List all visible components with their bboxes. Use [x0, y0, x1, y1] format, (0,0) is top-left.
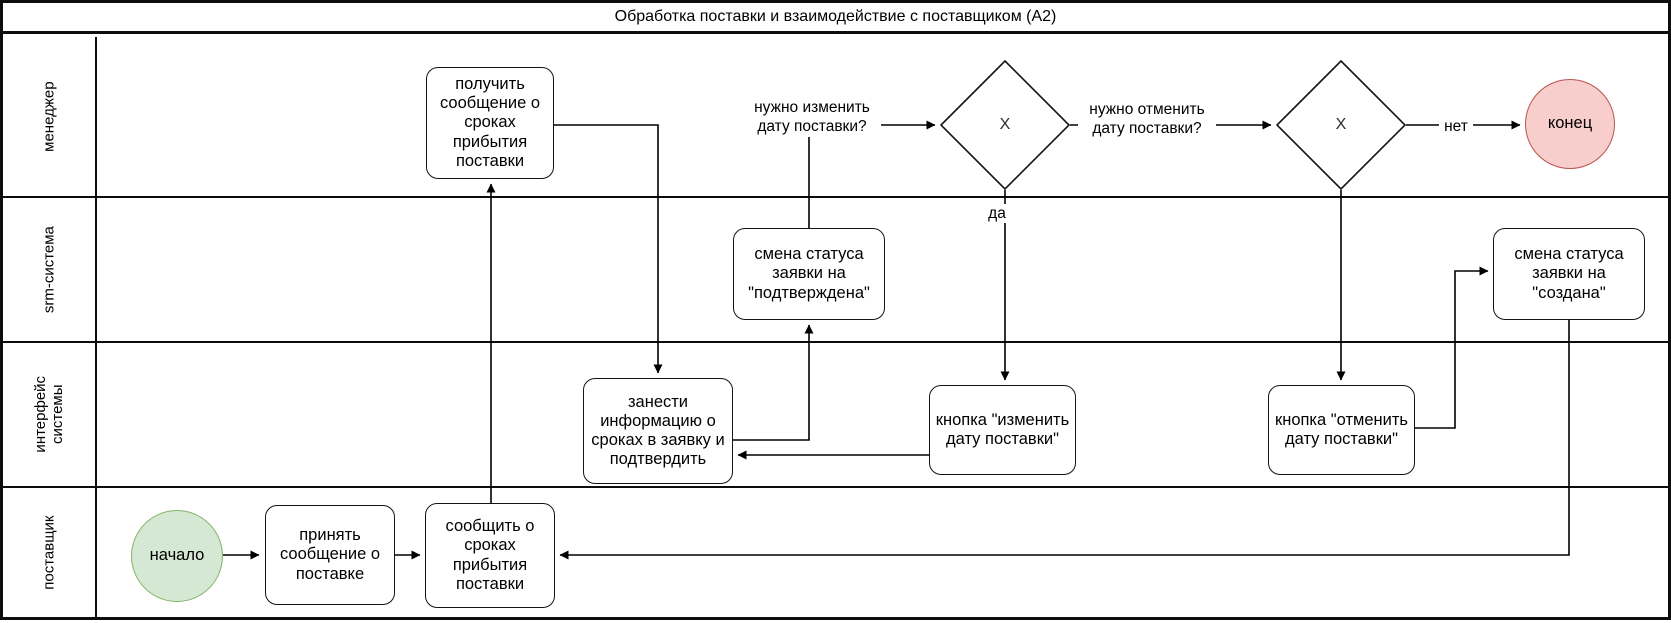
lane-system-interface: интерфейс системы	[3, 343, 1668, 488]
lane-label-system-interface: интерфейс системы	[3, 343, 97, 486]
task-enter-info: занести информацию о сроках в заявку и п…	[583, 378, 733, 484]
task-change-date-button: кнопка "изменить дату поставки"	[929, 385, 1076, 475]
gateway-x-label: X	[999, 115, 1011, 133]
gateway-cancel-date: X	[1276, 60, 1406, 190]
diamond-icon	[1276, 60, 1406, 190]
task-receive-message: получить сообщение о сроках прибытия пос…	[426, 67, 554, 179]
edge-label-no: нет	[1439, 117, 1473, 137]
lane-label-srm-system: srm-система	[3, 198, 97, 341]
diamond-icon	[940, 60, 1070, 190]
end-event: конец	[1525, 79, 1615, 169]
start-event: начало	[131, 510, 223, 602]
lane-label-supplier: поставщик	[3, 488, 97, 617]
task-status-confirmed: смена статуса заявки на "подтверждена"	[733, 228, 885, 320]
diagram-title: Обработка поставки и взаимодействие с по…	[3, 3, 1668, 34]
lane-label-manager: менеджер	[3, 37, 97, 196]
lane-supplier: поставщик	[3, 488, 1668, 617]
gateway-x-label: X	[1335, 115, 1347, 133]
task-accept-message: принять сообщение о поставке	[265, 505, 395, 605]
gateway-change-date: X	[940, 60, 1070, 190]
edge-label-yes: да	[981, 204, 1013, 224]
task-report-terms: сообщить о сроках прибытия поставки	[425, 503, 555, 608]
task-status-created: смена статуса заявки на "создана"	[1493, 228, 1645, 320]
edge-label-need-change: нужно изменить дату поставки?	[743, 98, 881, 137]
task-cancel-date-button: кнопка "отменить дату поставки"	[1268, 385, 1415, 475]
edge-label-need-cancel: нужно отменить дату поставки?	[1078, 100, 1216, 139]
